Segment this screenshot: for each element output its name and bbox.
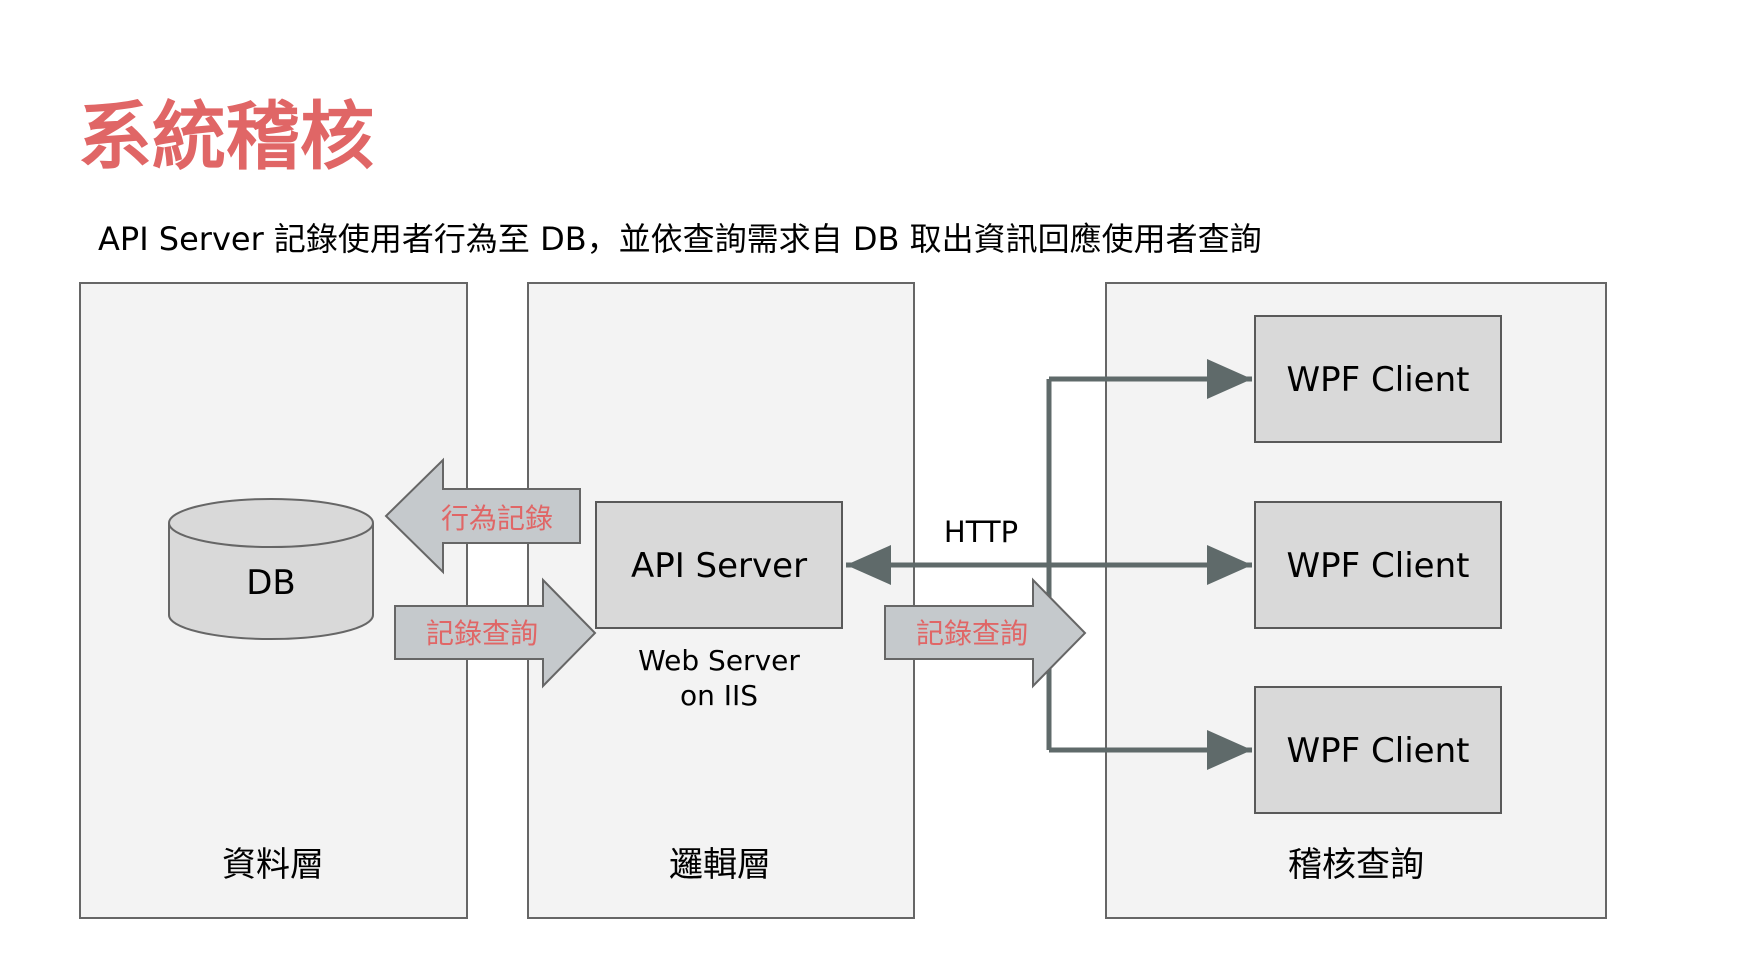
db-label: DB	[246, 563, 296, 603]
log-query-http-arrow	[884, 577, 1087, 689]
api-server-box	[595, 501, 843, 629]
audit-layer-label: 稽核查詢	[1288, 845, 1424, 885]
log-query-db-arrow	[394, 577, 597, 689]
behavior-log-label: 行為記錄	[441, 502, 553, 535]
http-label: HTTP	[944, 515, 1018, 549]
logic-layer-label: 邏輯層	[669, 845, 771, 885]
api-server-caption-line1: Web Server	[638, 644, 800, 677]
wpf-client-box	[1254, 315, 1502, 443]
http-connectors	[846, 359, 1252, 770]
db-cylinder-icon	[168, 498, 374, 640]
log-query-db-label: 記錄查詢	[426, 617, 538, 650]
data-layer-label: 資料層	[222, 845, 324, 885]
behavior-log-arrow	[384, 457, 581, 575]
slide-subtitle: API Server 記錄使用者行為至 DB，並依查詢需求自 DB 取出資訊回應…	[98, 220, 1262, 258]
wpf-client-label: WPF Client	[1287, 731, 1470, 771]
api-server-caption-line2: on IIS	[680, 679, 758, 712]
wpf-client-box	[1254, 501, 1502, 629]
slide-title: 系統稽核	[78, 94, 374, 180]
wpf-client-label: WPF Client	[1287, 546, 1470, 586]
wpf-client-label: WPF Client	[1287, 360, 1470, 400]
log-query-http-label: 記錄查詢	[916, 617, 1028, 650]
wpf-client-box	[1254, 686, 1502, 814]
api-server-label: API Server	[631, 546, 807, 586]
